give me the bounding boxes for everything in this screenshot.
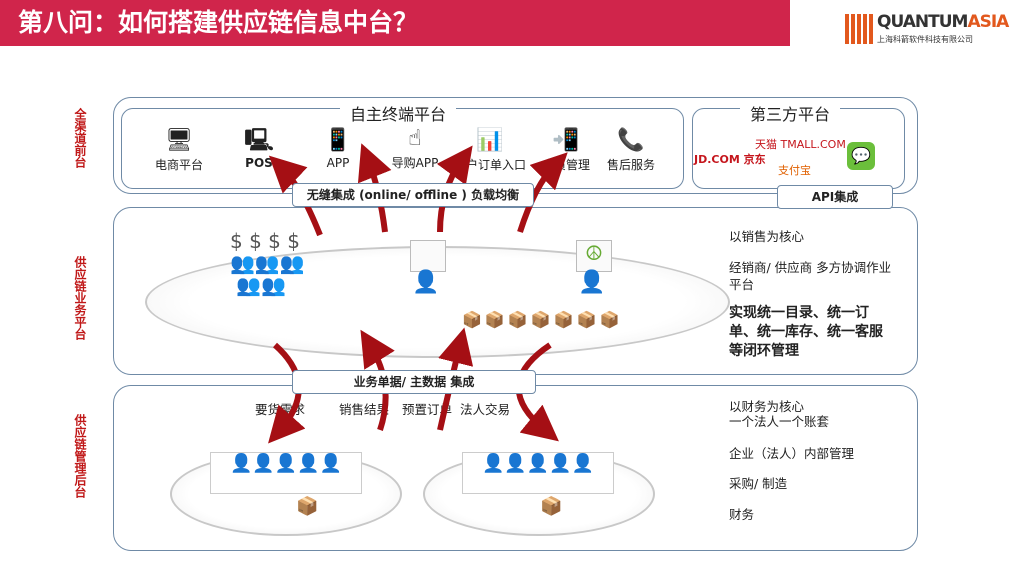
supplier-person-icon: 👤 bbox=[578, 270, 606, 295]
tmall-logo: 天猫 TMALL.COM bbox=[755, 138, 846, 151]
wechat-icon: 💬 bbox=[847, 142, 875, 170]
page-title: 第八问：如何搭建供应链信息中台？ bbox=[0, 0, 790, 46]
iphone-app-icon: 📱 bbox=[324, 128, 352, 153]
arrow-to-member bbox=[517, 152, 568, 233]
backend-note-1: 以财务为核心 bbox=[729, 399, 805, 414]
blank-sign-person-icon bbox=[410, 240, 446, 272]
flow-label-sales-result: 销售结果 bbox=[339, 402, 390, 417]
own-platform-title: 自主终端平台 bbox=[340, 101, 457, 125]
channel-aftersales: 📞售后服务 bbox=[596, 126, 666, 173]
alipay-logo: 支付宝 bbox=[778, 164, 811, 177]
tablet-touch-icon: ☝ bbox=[408, 126, 422, 151]
backend-note-2: 一个法人一个账套 bbox=[729, 414, 830, 429]
distributors-group-icon: $ $ $ $👥👥👥 👥👥 bbox=[230, 229, 305, 297]
flow-label-entity-trade: 法人交易 bbox=[460, 402, 511, 417]
ecommerce-devices-icon: 🖥 bbox=[165, 128, 193, 153]
seamless-integration-tag: 无缝集成 (online/ offline ) 负载均衡 bbox=[292, 183, 534, 207]
business-note-2: 经销商/ 供应商 多方协调作业平台 bbox=[729, 260, 892, 292]
flow-label-preset-order: 预置订单 bbox=[402, 402, 453, 417]
layer-label-front: 全渠道前台 bbox=[73, 108, 87, 168]
layer-label-backend: 供应链管理后台 bbox=[73, 414, 87, 498]
backend-note-4: 采购/ 制造 bbox=[729, 476, 788, 491]
channel-guide-app: ☝导购APP bbox=[380, 124, 450, 171]
team-left-icon: 👤👤👤👤👤 bbox=[210, 452, 362, 494]
company-logo: QUANTUMASIA 上海科箭软件科技有限公司 bbox=[845, 12, 1009, 48]
package-left-icon: 📦 bbox=[296, 496, 319, 517]
jd-logo: JD.COM 京东 bbox=[694, 153, 766, 166]
logo-company: 上海科箭软件科技有限公司 bbox=[877, 35, 973, 44]
logo-mark-icon bbox=[845, 14, 873, 44]
backend-note-5: 财务 bbox=[729, 507, 755, 522]
business-bold-note: 实现统一目录、统一订单、统一库存、统一客服等闭环管理 bbox=[729, 305, 883, 359]
team-right-icon: 👤👤👤👤👤 bbox=[462, 452, 614, 494]
monitor-chart-icon: 📊 bbox=[476, 128, 504, 153]
entity-disc-left bbox=[170, 452, 402, 536]
api-integration-tag: API集成 bbox=[777, 185, 893, 209]
channel-app: 📱APP bbox=[303, 126, 373, 170]
business-note-1: 以销售为核心 bbox=[729, 229, 805, 244]
package-right-icon: 📦 bbox=[540, 496, 563, 517]
logo-brand-a: QUANTUM bbox=[877, 12, 968, 32]
channel-ecommerce: 🖥电商平台 bbox=[144, 126, 214, 173]
person-icon: 👤 bbox=[412, 270, 440, 295]
logo-brand-b: ASIA bbox=[967, 12, 1009, 32]
third-platform-title: 第三方平台 bbox=[740, 101, 841, 125]
layer-label-business: 供应链业务平台 bbox=[73, 256, 87, 340]
phone-24-icon: 📞 bbox=[617, 128, 645, 153]
master-data-integration-tag: 业务单据/ 主数据 集成 bbox=[292, 370, 536, 394]
backend-note-3: 企业（法人）内部管理 bbox=[729, 446, 855, 461]
peace-sign-person-icon: ☮ bbox=[576, 240, 612, 272]
channel-pos: 🖳POS bbox=[224, 126, 294, 170]
wechat-phone-icon: 📲 bbox=[552, 128, 580, 153]
pos-terminal-icon: 🖳 bbox=[244, 128, 274, 153]
package-boxes-icon: 📦📦📦📦📦📦📦 bbox=[462, 310, 623, 329]
